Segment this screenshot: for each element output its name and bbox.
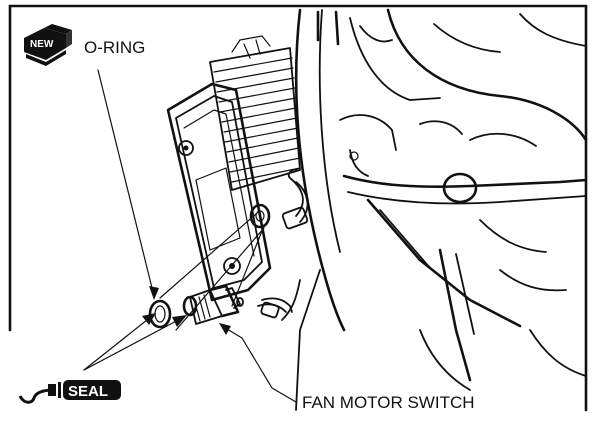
connector bbox=[281, 206, 309, 230]
assembly-guide-lines bbox=[159, 213, 265, 331]
terminal-connector bbox=[260, 301, 280, 319]
switch-port bbox=[249, 203, 271, 229]
engine-mount-hole bbox=[442, 172, 478, 204]
fan-motor-switch bbox=[182, 284, 244, 325]
mounting-bolt bbox=[178, 140, 194, 156]
frame-and-engine bbox=[281, 8, 588, 411]
o-ring-label: O-RING bbox=[84, 38, 145, 57]
new-badge-text: NEW bbox=[30, 39, 54, 50]
seal-badge-text: SEAL bbox=[68, 383, 108, 400]
wire-harness bbox=[257, 168, 309, 319]
fan-motor-switch-label: FAN MOTOR SWITCH bbox=[302, 393, 475, 412]
diagram-frame bbox=[8, 4, 588, 412]
radiator bbox=[166, 35, 301, 302]
new-part-box-icon: NEW bbox=[24, 24, 72, 66]
mounting-bolt bbox=[223, 257, 241, 275]
sealant-tube-icon: SEAL bbox=[18, 380, 121, 404]
leader-lines bbox=[83, 69, 297, 403]
